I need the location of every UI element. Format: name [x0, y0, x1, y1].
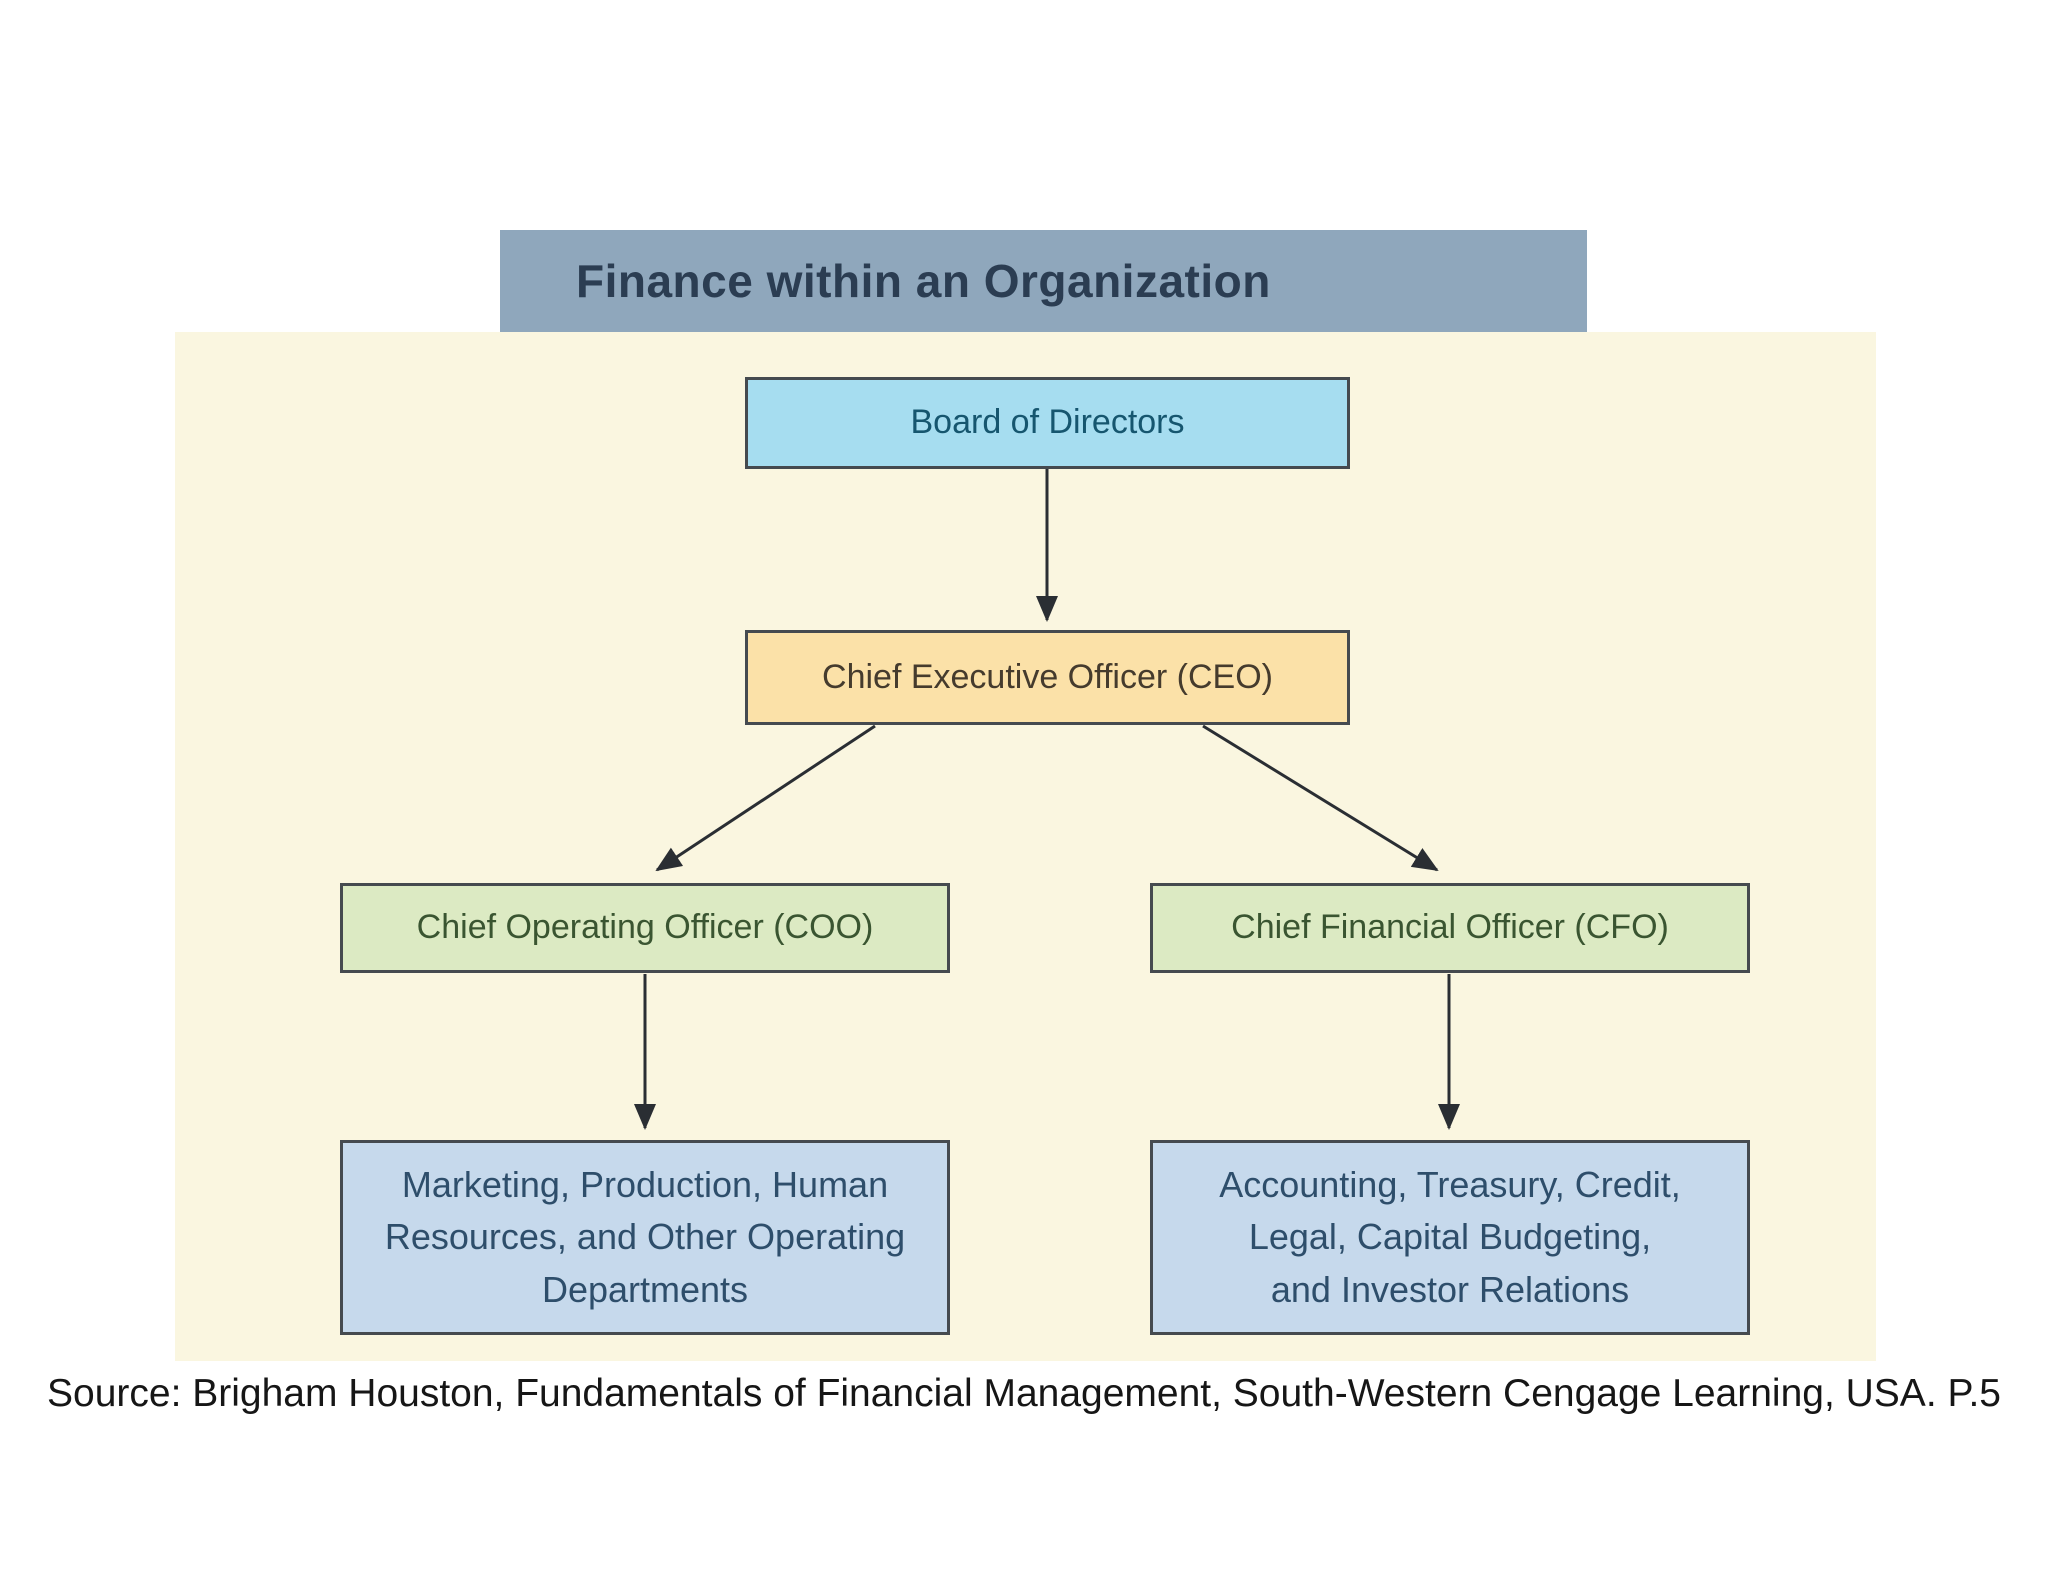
arrow-ceo-to-cfo — [1202, 724, 1439, 872]
node-operating-departments-line: Resources, and Other Operating — [384, 1216, 906, 1258]
diagram-panel: Board of Directors Chief Executive Offic… — [175, 332, 1876, 1361]
node-finance-functions: Accounting, Treasury, Credit, Legal, Cap… — [1150, 1140, 1750, 1335]
node-ceo-label: Chief Executive Officer (CEO) — [822, 657, 1273, 696]
node-chief-operating-officer: Chief Operating Officer (COO) — [340, 883, 950, 973]
node-board-of-directors: Board of Directors — [745, 377, 1350, 469]
node-finance-functions-line: Legal, Capital Budgeting, — [1248, 1216, 1652, 1258]
node-operating-departments: Marketing, Production, Human Resources, … — [340, 1140, 950, 1335]
source-citation: Source: Brigham Houston, Fundamentals of… — [47, 1372, 2001, 1415]
node-finance-functions-line: Accounting, Treasury, Credit, — [1219, 1164, 1681, 1206]
node-chief-executive-officer: Chief Executive Officer (CEO) — [745, 630, 1350, 725]
node-chief-financial-officer: Chief Financial Officer (CFO) — [1150, 883, 1750, 973]
arrow-ceo-to-coo — [655, 724, 876, 872]
node-operating-departments-line: Departments — [541, 1268, 749, 1310]
node-finance-functions-line: and Investor Relations — [1270, 1268, 1630, 1310]
node-coo-label: Chief Operating Officer (COO) — [416, 908, 874, 947]
diagram-title-bar: Finance within an Organization — [500, 230, 1587, 332]
node-operating-departments-line: Marketing, Production, Human — [401, 1164, 889, 1206]
node-cfo-label: Chief Financial Officer (CFO) — [1231, 908, 1669, 947]
node-board-label: Board of Directors — [910, 403, 1185, 442]
diagram-title: Finance within an Organization — [576, 255, 1271, 307]
